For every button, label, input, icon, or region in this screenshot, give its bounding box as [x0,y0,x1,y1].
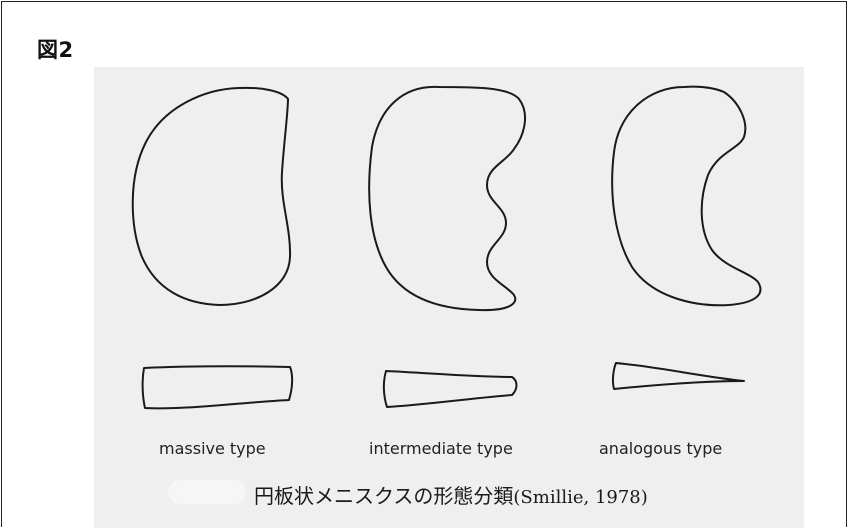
massive-type-outline [133,88,290,305]
caption-text: 円板状メニスクスの形態分類 [254,484,513,508]
figure-caption: 円板状メニスクスの形態分類(Smillie, 1978) [254,480,648,509]
caption-citation: (Smillie, 1978) [513,487,647,508]
scan-smudge [168,480,246,504]
analogous-type-outline [612,87,760,306]
intermediate-type-cross-section [384,371,517,407]
analogous-type-cross-section [613,363,744,389]
intermediate-type-outline [369,87,525,310]
intermediate-type-label: intermediate type [369,439,513,458]
figure-image-panel: massive type intermediate type analogous… [94,67,804,528]
massive-type-label: massive type [159,439,266,458]
massive-type-cross-section [143,366,293,408]
meniscus-diagram [94,67,804,528]
figure-label: 図2 [37,34,74,64]
analogous-type-label: analogous type [599,439,722,458]
